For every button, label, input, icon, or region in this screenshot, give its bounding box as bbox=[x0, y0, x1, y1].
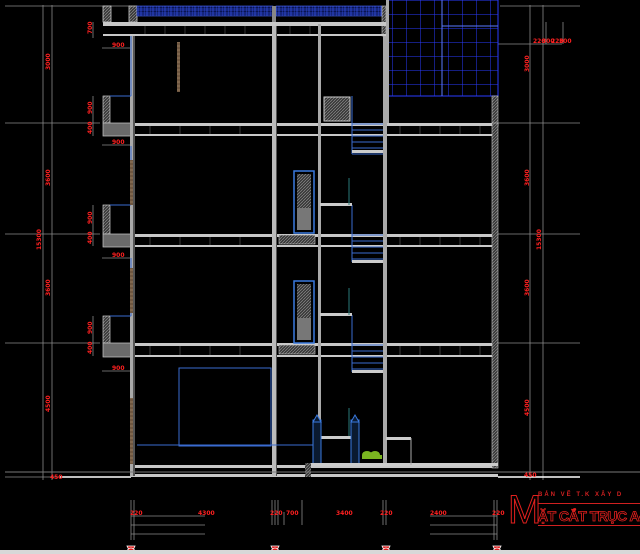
title-divider bbox=[538, 503, 640, 504]
title-initial: M bbox=[507, 488, 542, 532]
dim-right-top-4: 300 bbox=[559, 38, 572, 45]
dim-right-total: 15300 bbox=[536, 229, 543, 250]
dim-slab-1: 400 bbox=[87, 121, 94, 134]
dim-slab-2: 400 bbox=[87, 231, 94, 244]
dim-right-top-2: 300 bbox=[542, 38, 555, 45]
bottom-dimension-lines bbox=[130, 500, 498, 540]
title-main: ẶT CẮT TRỤC A-A bbox=[538, 508, 640, 525]
dim-overhang-1: 900 bbox=[112, 42, 125, 49]
dim-left-floor3: 3600 bbox=[45, 169, 52, 186]
bottom-scrollbar[interactable] bbox=[0, 550, 640, 554]
dim-bottom-3a: 220 bbox=[380, 510, 393, 517]
dim-left-floor2: 3600 bbox=[45, 279, 52, 296]
slab-beams bbox=[149, 126, 481, 355]
left-facade-blue bbox=[110, 36, 132, 317]
dim-overhang-2: 900 bbox=[112, 139, 125, 146]
dim-right-floor4: 3000 bbox=[524, 55, 531, 72]
facade-doors bbox=[130, 42, 180, 464]
interior-windows bbox=[278, 96, 351, 355]
dim-bottom-2a: 220 bbox=[270, 510, 283, 517]
dim-right-floor2: 3600 bbox=[524, 279, 531, 296]
ground-line bbox=[5, 471, 640, 478]
dim-right-floor3: 3600 bbox=[524, 169, 531, 186]
dim-bottom-3: 3400 bbox=[336, 510, 353, 517]
dim-right-top-1: 220 bbox=[533, 38, 546, 45]
dim-left-floor1: 4500 bbox=[45, 395, 52, 412]
plant-shrub bbox=[362, 451, 382, 459]
dim-slab-3: 400 bbox=[87, 341, 94, 354]
dim-left-ground: 450 bbox=[50, 474, 63, 481]
title-underline bbox=[538, 525, 640, 526]
glass-curtain-wall bbox=[386, 0, 499, 127]
dim-left-total: 15300 bbox=[36, 229, 43, 250]
right-dimension-labels: 3000 3600 15300 3600 4500 450 220 300 22… bbox=[524, 38, 572, 479]
dim-right-ground: 450 bbox=[524, 472, 537, 479]
dim-bottom-1a: 220 bbox=[130, 510, 143, 517]
left-dimension-lines bbox=[5, 5, 131, 480]
entrance-step bbox=[308, 463, 498, 466]
title-subtitle: BẢN VẼ T.K XÂY D bbox=[538, 492, 624, 498]
bottom-dimension-labels: 220 4300 220 700 3400 220 2400 220 bbox=[130, 510, 505, 517]
dim-parapet: 700 bbox=[87, 21, 94, 34]
dim-right-floor1: 4500 bbox=[524, 399, 531, 416]
dim-right-top-3: 220 bbox=[551, 38, 564, 45]
dim-sill-3: 900 bbox=[87, 321, 94, 334]
dim-overhang-4: 900 bbox=[112, 365, 125, 372]
dim-left-floor4: 3000 bbox=[45, 53, 52, 70]
dim-bottom-4: 2400 bbox=[430, 510, 447, 517]
dim-bottom-4a: 220 bbox=[492, 510, 505, 517]
dim-bottom-2b: 700 bbox=[286, 510, 299, 517]
columns bbox=[102, 24, 499, 476]
dim-bottom-1: 4300 bbox=[198, 510, 215, 517]
stair-landings bbox=[320, 150, 411, 440]
left-dimension-labels: 3000 3600 15300 3600 4500 450 700 900 40… bbox=[36, 21, 125, 481]
staircase bbox=[320, 96, 383, 372]
roof-level bbox=[102, 5, 388, 124]
dim-overhang-3: 900 bbox=[112, 252, 125, 259]
dim-sill-1: 900 bbox=[87, 101, 94, 114]
ground-floor-outline bbox=[137, 367, 320, 447]
gate-pillars bbox=[312, 413, 360, 465]
dim-sill-2: 900 bbox=[87, 211, 94, 224]
